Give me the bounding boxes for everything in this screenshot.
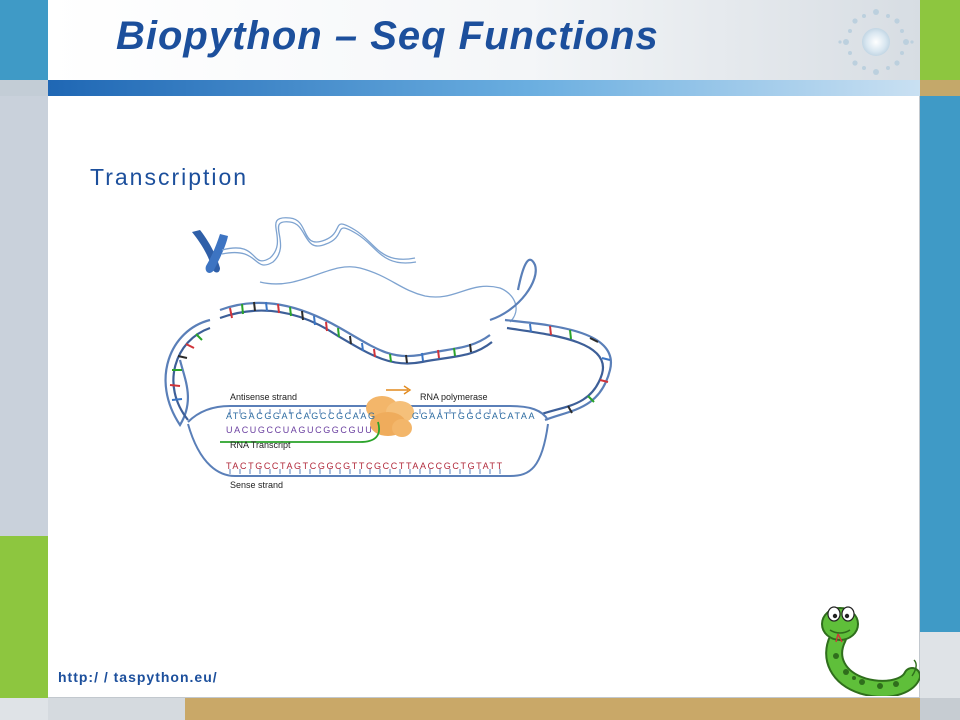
left-accent-top [0, 0, 48, 80]
header-gradient-bar [48, 80, 920, 96]
left-accent-band [0, 80, 48, 96]
right-accent-green [920, 0, 960, 80]
antisense-sequence-left: ATGACGGATCAGCCGCAAG [226, 411, 377, 421]
slide-title: Biopython – Seq Functions [116, 14, 659, 58]
rna-transcript-label: RNA Transcript [230, 440, 291, 450]
sense-sequence: TACTGCCTAGTCGGCGTTCGCCTTAACCGCTGTATT [226, 461, 504, 471]
footer-strip-left [48, 698, 185, 720]
left-accent-green [0, 536, 48, 698]
sunburst-logo-icon [838, 9, 914, 75]
slide-header [48, 0, 920, 80]
chromosome-icon [192, 230, 228, 273]
snake-mascot-icon [821, 606, 920, 696]
antisense-sequence-right: GGAATTGGCGACATAA [412, 411, 536, 421]
rna-polymerase-label: RNA polymerase [420, 392, 488, 402]
left-accent-bottom [0, 698, 48, 720]
transcription-diagram: Antisense strand RNA polymerase ATGACGGA… [164, 217, 613, 490]
right-accent-band [920, 80, 960, 96]
right-accent-lower [920, 632, 960, 698]
slide-content-area [48, 96, 920, 698]
slide-subtitle: Transcription [90, 164, 249, 190]
right-accent-blue [920, 96, 960, 632]
antisense-strand-label: Antisense strand [230, 392, 297, 402]
left-accent-middle [0, 96, 48, 536]
sense-strand-label: Sense strand [230, 480, 283, 490]
rna-sequence: UACUGCCUAGUCGGCGUU [226, 425, 373, 435]
footer-url[interactable]: http:/ / taspython.eu/ [58, 669, 218, 685]
right-accent-bottom [920, 698, 960, 720]
footer-strip-right [185, 698, 920, 720]
